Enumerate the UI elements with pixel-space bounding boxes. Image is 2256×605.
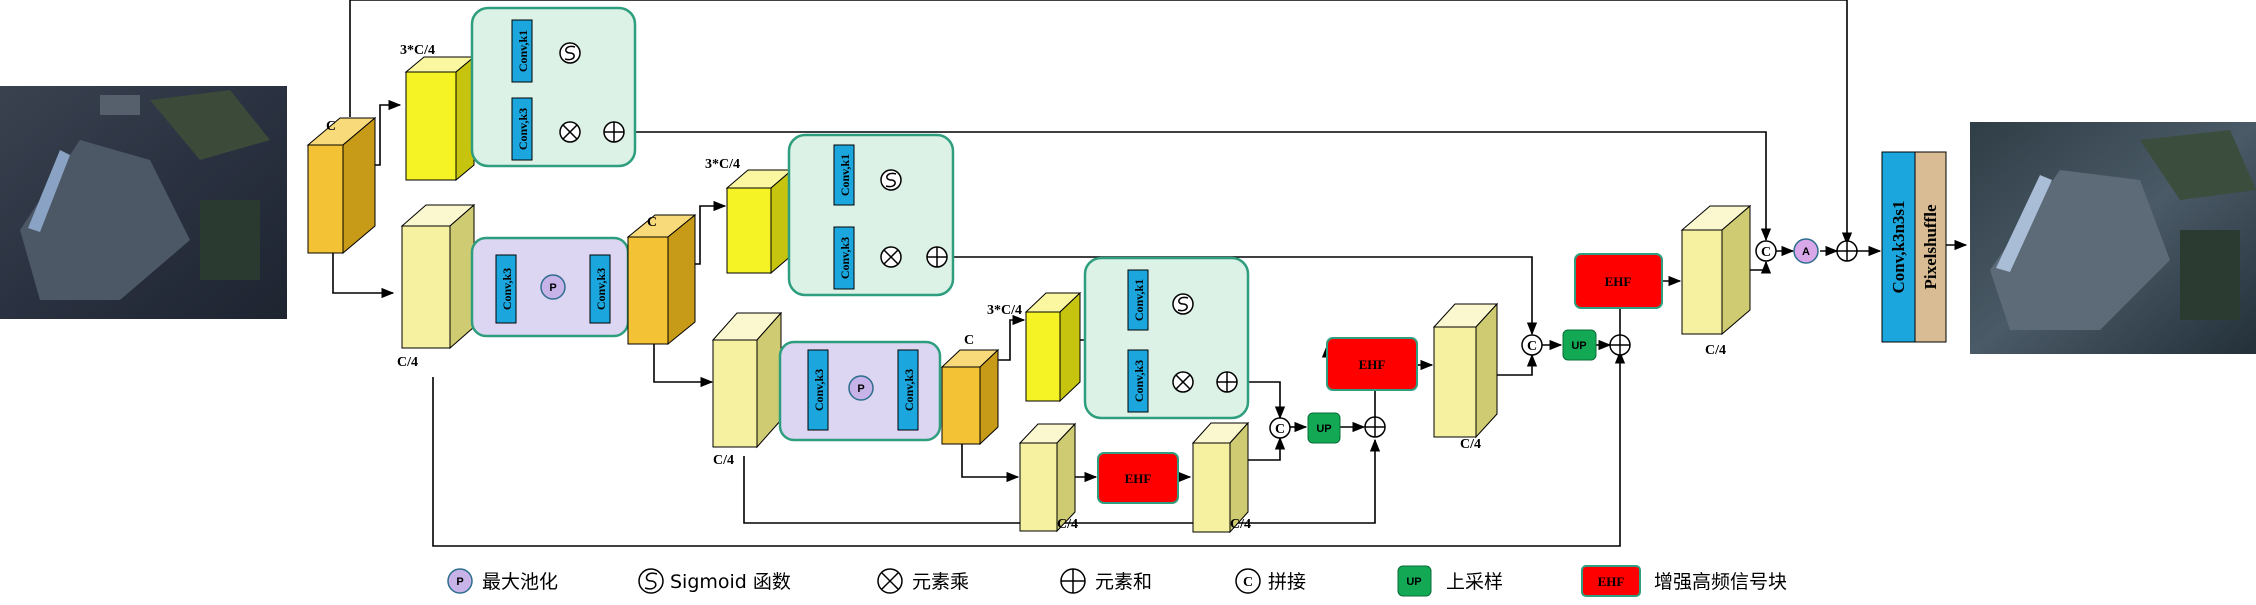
ehf-label-1: EHF: [1125, 471, 1152, 486]
conv-k3-label-3: Conv,k3: [594, 268, 608, 310]
final-conv-label: Conv,k3n3s1: [1889, 200, 1908, 293]
feature-map-c4-3: [1018, 422, 1077, 533]
ehf-block-1: EHF: [1097, 452, 1179, 504]
feature-map-3c4-3: [1024, 291, 1082, 403]
add-icon: [1364, 416, 1386, 438]
conv-k3-label-7: Conv,k3: [1132, 360, 1146, 402]
maxpool-icon: P: [848, 375, 874, 401]
multiply-icon: [880, 246, 902, 268]
legend-ehf-label: EHF: [1598, 574, 1625, 589]
concat-label-1: C: [1761, 245, 1771, 260]
ehf-label-2: EHF: [1359, 357, 1386, 372]
conv-k1-label-1: Conv,k1: [516, 30, 530, 72]
label-c4-2: C/4: [713, 453, 734, 468]
legend-sigmoid-text: Sigmoid 函数: [670, 571, 791, 593]
conv-k1-label-3: Conv,k1: [1132, 279, 1146, 321]
conv-k1-block-1: Conv,k1: [511, 19, 533, 83]
add-icon: [1216, 371, 1238, 393]
feature-map-c4-6: [1680, 204, 1752, 336]
label-c4-5: C/4: [1460, 437, 1481, 452]
feature-map-3c4-1: [404, 55, 476, 182]
conv-k3-label-2: Conv,k3: [500, 268, 514, 310]
legend-concat-c: C: [1243, 575, 1253, 590]
conv-k3-label-5: Conv,k3: [812, 369, 826, 411]
feature-map-c-1: [306, 116, 377, 255]
feature-map-c4-2: [711, 311, 783, 449]
legend-sigmoid: Sigmoid 函数: [638, 568, 791, 594]
upsample-block-2: UP: [1562, 329, 1597, 361]
conv-k3-block-1: Conv,k3: [511, 97, 533, 161]
label-c4-6: C/4: [1705, 343, 1726, 358]
legend-upsample: UP 上采样: [1397, 565, 1503, 597]
up-label-1: UP: [1316, 423, 1331, 435]
conv-k1-label-2: Conv,k1: [838, 154, 852, 196]
attention-a-icon: A: [1793, 238, 1819, 264]
conv-k3-label-1: Conv,k3: [516, 108, 530, 150]
legend-pool-p: P: [456, 576, 463, 588]
label-c-2: C: [647, 215, 657, 230]
pool-p-label-1: P: [549, 282, 556, 294]
legend-multiply: 元素乘: [877, 568, 969, 594]
upsample-block-1: UP: [1307, 412, 1341, 444]
attention-block-1: [470, 6, 637, 168]
ehf-label-3: EHF: [1605, 274, 1632, 289]
input-aerial-image: [0, 86, 287, 319]
sigmoid-icon: [559, 42, 581, 64]
ehf-block-3: EHF: [1574, 253, 1663, 309]
multiply-icon: [1172, 371, 1194, 393]
legend-up: UP: [1406, 576, 1421, 588]
multiply-icon: [559, 121, 581, 143]
label-c-1: C: [326, 119, 336, 134]
final-conv-block: Conv,k3n3s1: [1881, 151, 1916, 343]
feature-map-3c4-2: [725, 168, 794, 275]
label-3c4-2: 3*C/4: [705, 157, 740, 172]
legend-add-text: 元素和: [1095, 571, 1152, 593]
label-c4-1: C/4: [397, 355, 418, 370]
attention-block-2: Conv,k1 Conv,k3: [787, 133, 955, 297]
conv-k3-label-6: Conv,k3: [902, 369, 916, 411]
sigmoid-icon: [1172, 293, 1194, 315]
label-c4-3: C/4: [1057, 517, 1078, 532]
up-label-2: UP: [1571, 340, 1586, 352]
legend-concat: C 拼接: [1235, 568, 1306, 594]
feature-map-c4-5: [1432, 302, 1499, 439]
ehf-block-2: EHF: [1326, 337, 1418, 391]
add-icon: [603, 121, 625, 143]
pool-p-label-2: P: [857, 383, 864, 395]
attn-a-label: A: [1802, 246, 1810, 258]
pixelshuffle-label: Pixelshuffle: [1921, 204, 1940, 289]
legend-add: 元素和: [1060, 568, 1152, 594]
add-icon: [926, 246, 948, 268]
maxpool-icon: P: [540, 274, 566, 300]
add-icon: [1836, 240, 1858, 262]
feature-map-c-2: [626, 213, 697, 346]
feature-map-c4-4: [1191, 421, 1250, 534]
concat-label-2: C: [1527, 339, 1537, 354]
conv-k3-label-4: Conv,k3: [838, 237, 852, 279]
label-3c4-1: 3*C/4: [400, 43, 435, 58]
label-c4-4: C/4: [1230, 517, 1251, 532]
label-c-3: C: [964, 333, 974, 348]
feature-map-c-3: [940, 348, 1000, 446]
legend-ehf: EHF 增强高频信号块: [1581, 565, 1787, 597]
sigmoid-icon: [880, 169, 902, 191]
legend-maxpool: P 最大池化: [447, 568, 558, 594]
feature-map-c4-1: [400, 203, 476, 350]
legend-maxpool-text: 最大池化: [482, 571, 558, 593]
legend: P 最大池化 Sigmoid 函数 元素乘 元素和 C 拼接 UP: [447, 565, 1787, 597]
legend-upsample-text: 上采样: [1446, 571, 1503, 593]
concat-icon: C: [1521, 334, 1543, 356]
concat-icon: C: [1755, 240, 1777, 262]
pixelshuffle-block: Pixelshuffle: [1914, 151, 1947, 343]
concat-label-3: C: [1275, 422, 1285, 437]
attention-block-3: Conv,k1 Conv,k3: [1083, 256, 1250, 420]
output-aerial-image: [1970, 122, 2256, 354]
legend-concat-text: 拼接: [1268, 571, 1306, 593]
legend-multiply-text: 元素乘: [912, 571, 969, 593]
concat-icon: C: [1269, 417, 1291, 439]
label-3c4-3: 3*C/4: [987, 303, 1022, 318]
legend-ehf-text: 增强高频信号块: [1654, 571, 1787, 593]
add-icon: [1609, 334, 1631, 356]
